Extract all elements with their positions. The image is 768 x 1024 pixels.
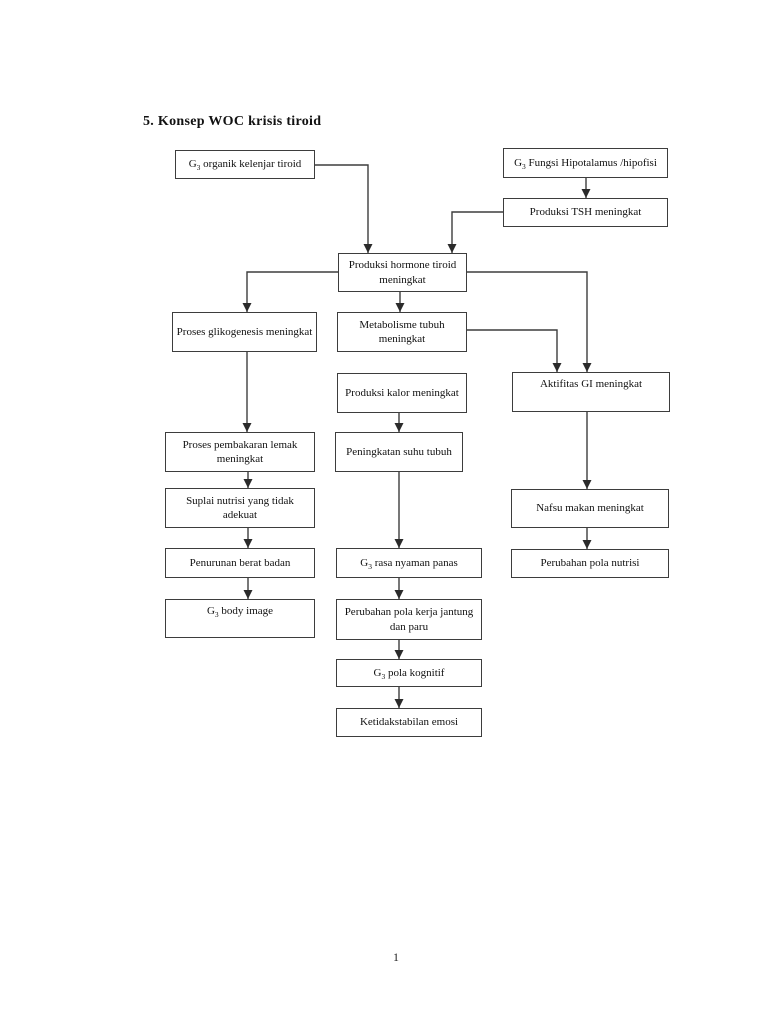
flow-node-aktifitas-gi: Aktifitas GI meningkat xyxy=(512,372,670,412)
flow-node-pola-kerja-jantung: Perubahan pola kerja jantung dan paru xyxy=(336,599,482,640)
flow-node-label: Aktifitas GI meningkat xyxy=(539,378,643,390)
flow-node-label: G3 body image xyxy=(206,605,274,620)
flow-node-peningkatan-suhu: Peningkatan suhu tubuh xyxy=(335,432,463,472)
flow-node-metabolisme-tubuh: Metabolisme tubuh meningkat xyxy=(337,312,467,352)
flow-node-rasa-nyaman-panas: G3 rasa nyaman panas xyxy=(336,548,482,578)
flow-node-label: Ketidakstabilan emosi xyxy=(359,716,459,729)
flow-node-produksi-hormone-tiroid: Produksi hormone tiroid meningkat xyxy=(338,253,467,292)
flow-node-label: Produksi TSH meningkat xyxy=(529,206,642,219)
flow-node-label: Perubahan pola nutrisi xyxy=(540,557,640,570)
flow-node-label: G3 Fungsi Hipotalamus /hipofisi xyxy=(514,156,657,172)
flow-node-label: Proses glikogenesis meningkat xyxy=(176,325,313,338)
flow-node-label: Penurunan berat badan xyxy=(189,556,291,569)
flow-node-label: G3 rasa nyaman panas xyxy=(360,556,458,572)
flow-node-perubahan-pola-nutrisi: Perubahan pola nutrisi xyxy=(511,549,669,578)
flow-node-pola-kognitif: G3 pola kognitif xyxy=(336,659,482,687)
flow-node-organik-kelenjar-tiroid: G3 organik kelenjar tiroid xyxy=(175,150,315,179)
flow-node-label: Metabolisme tubuh meningkat xyxy=(359,318,445,345)
flow-node-label: Nafsu makan meningkat xyxy=(536,502,644,515)
flow-node-label: Peningkatan suhu tubuh xyxy=(346,445,452,458)
flow-node-fungsi-hipotalamus: G3 Fungsi Hipotalamus /hipofisi xyxy=(503,148,668,178)
flow-node-penurunan-berat-badan: Penurunan berat badan xyxy=(165,548,315,578)
flow-node-suplai-nutrisi: Suplai nutrisi yang tidak adekuat xyxy=(165,488,315,528)
flow-node-label: Proses pembakaran lemak meningkat xyxy=(182,438,298,465)
flow-node-label: G3 organik kelenjar tiroid xyxy=(188,158,302,173)
flow-node-nafsu-makan: Nafsu makan meningkat xyxy=(511,489,669,528)
flow-node-label: Suplai nutrisi yang tidak adekuat xyxy=(186,494,294,521)
flow-node-pembakaran-lemak: Proses pembakaran lemak meningkat xyxy=(165,432,315,472)
flow-node-body-image: G3 body image xyxy=(165,599,315,638)
page-number: 1 xyxy=(393,950,399,964)
flow-node-produksi-tsh: Produksi TSH meningkat xyxy=(503,198,668,227)
flow-node-proses-glikogenesis: Proses glikogenesis meningkat xyxy=(172,312,317,352)
flow-node-label: Produksi hormone tiroid meningkat xyxy=(348,259,457,286)
flow-node-label: Perubahan pola kerja jantung dan paru xyxy=(344,606,474,633)
page-title: 5. Konsep WOC krisis tiroid xyxy=(143,114,322,129)
flow-node-ketidakstabilan-emosi: Ketidakstabilan emosi xyxy=(336,708,482,737)
flow-node-label: G3 pola kognitif xyxy=(373,666,445,682)
flow-node-produksi-kalor: Produksi kalor meningkat xyxy=(337,373,467,413)
flow-node-label: Produksi kalor meningkat xyxy=(345,386,459,399)
